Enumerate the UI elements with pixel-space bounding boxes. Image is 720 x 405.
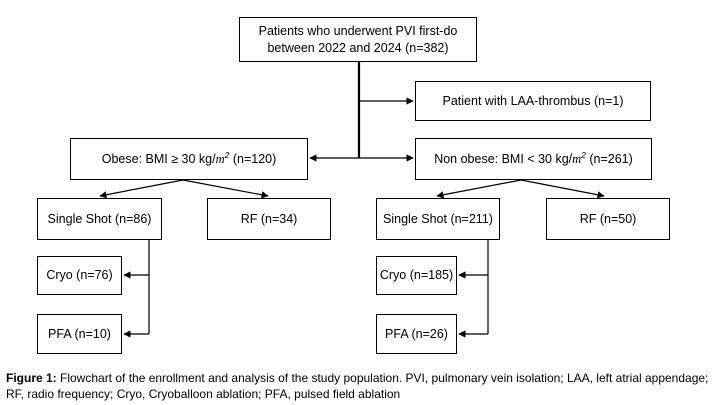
pfa-obese-box: PFA (n=10): [37, 314, 122, 354]
nonobese-to-rf-arrow: [520, 179, 605, 199]
obese-to-rf-arrow: [182, 179, 269, 199]
cryo-obese-box: Cryo (n=76): [37, 256, 122, 295]
root-line-2: between 2022 and 2024 (n=382): [267, 40, 449, 55]
root-box: Patients who underwent PVI first-do betw…: [239, 17, 477, 62]
figure-caption: Figure 1: Flowchart of the enrollment an…: [6, 371, 712, 402]
single-shot-nonobese-box: Single Shot (n=211): [376, 198, 500, 240]
rf-nonobese-box: RF (n=50): [546, 198, 670, 240]
obese-to-single-shot-arrow: [99, 179, 184, 199]
cryo-nonobese-box: Cryo (n=185): [376, 256, 457, 295]
single-shot-obese-box: Single Shot (n=86): [37, 198, 162, 240]
root-line-1: Patients who underwent PVI first-do: [258, 23, 458, 38]
pfa-nonobese-label: PFA (n=26): [385, 326, 448, 341]
single-shot-obese-label: Single Shot (n=86): [47, 211, 152, 226]
figure-caption-text: Flowchart of the enrollment and analysis…: [6, 371, 709, 401]
single-shot-nonobese-label: Single Shot (n=211): [383, 211, 493, 226]
nonobese-label: Non obese: BMI < 30 kg/m2 (n=261): [434, 149, 633, 166]
exclusion-label: Patient with LAA-thrombus (n=1): [442, 93, 624, 108]
rf-obese-box: RF (n=34): [207, 198, 331, 240]
figure-caption-label: Figure 1:: [6, 371, 57, 385]
nonobese-box: Non obese: BMI < 30 kg/m2 (n=261): [415, 138, 652, 180]
exclusion-box: Patient with LAA-thrombus (n=1): [415, 81, 651, 121]
nonobese-to-single-shot-arrow: [436, 179, 522, 199]
cryo-nonobese-label: Cryo (n=185): [379, 268, 454, 282]
obese-box: Obese: BMI ≥ 30 kg/m2 (n=120): [70, 138, 308, 180]
cryo-obese-label: Cryo (n=76): [46, 268, 113, 282]
pfa-nonobese-box: PFA (n=26): [376, 314, 457, 354]
obese-label: Obese: BMI ≥ 30 kg/m2 (n=120): [101, 149, 277, 166]
rf-nonobese-label: RF (n=50): [579, 211, 637, 226]
rf-obese-label: RF (n=34): [240, 211, 298, 226]
pfa-obese-label: PFA (n=10): [48, 326, 111, 341]
